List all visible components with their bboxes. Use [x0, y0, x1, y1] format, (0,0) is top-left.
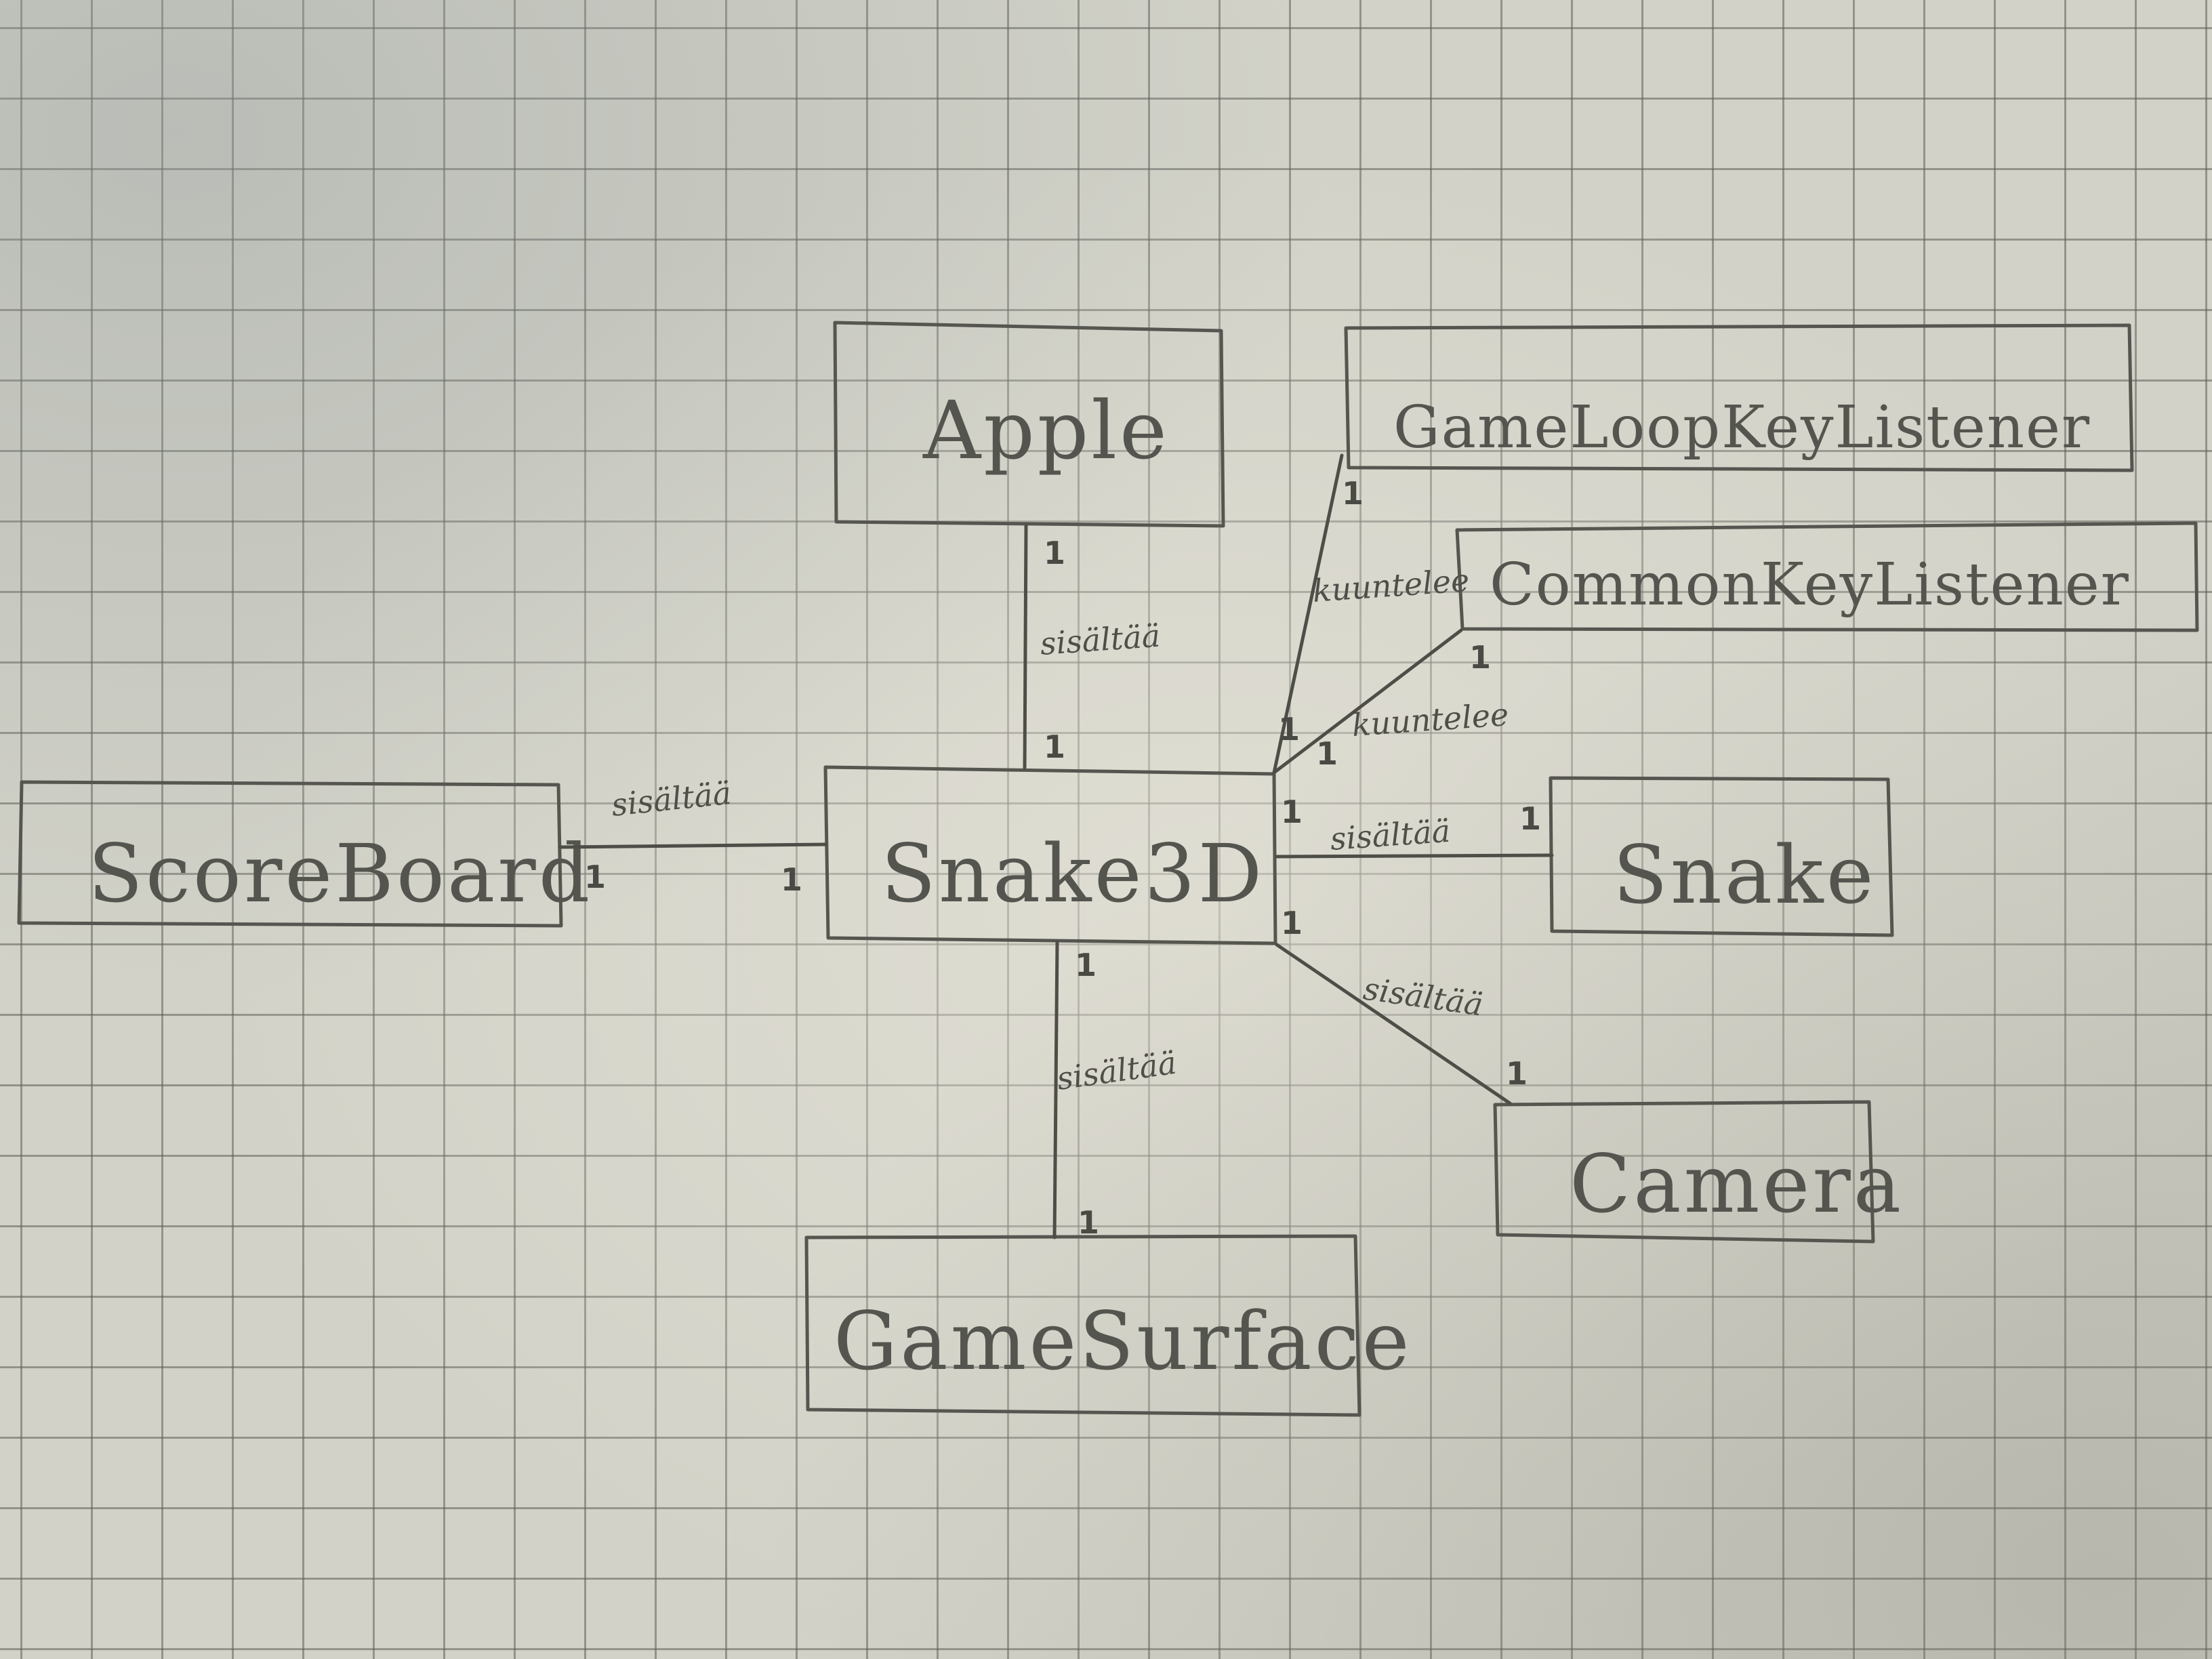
class-box-snake[interactable]: Snake: [1549, 776, 1894, 937]
multiplicity-snake-left: 1: [1281, 794, 1303, 830]
relation-label-score-board: sisältää: [610, 775, 733, 823]
relation-label-game-loop-key-listener: kuuntelee: [1311, 562, 1471, 609]
relation-label-snake: sisältää: [1329, 813, 1452, 857]
association-game-loop-key-listener: [1272, 453, 1344, 775]
class-name-game-surface: GameSurface: [834, 1294, 1412, 1388]
class-name-score-board: ScoreBoard: [88, 827, 592, 920]
class-name-game-loop-key-listener: GameLoopKeyListener: [1393, 394, 2091, 462]
multiplicity-game-loop-key-listener-top: 1: [1342, 475, 1364, 512]
multiplicity-score-board-right: 1: [781, 861, 802, 898]
association-common-key-listener: [1272, 628, 1463, 775]
class-name-snake3d: Snake3D: [881, 827, 1265, 920]
relation-label-game-surface: sisältää: [1054, 1044, 1179, 1097]
multiplicity-snake-right: 1: [1519, 800, 1541, 837]
association-snake: [1275, 853, 1554, 859]
class-box-game-loop-key-listener[interactable]: GameLoopKeyListener: [1344, 323, 2134, 472]
multiplicity-game-loop-key-listener-bottom: 1: [1278, 711, 1300, 747]
class-box-common-key-listener[interactable]: CommonKeyListener: [1455, 521, 2199, 632]
class-name-common-key-listener: CommonKeyListener: [1490, 551, 2130, 619]
multiplicity-common-key-listener-bottom: 1: [1316, 735, 1338, 772]
association-score-board: [558, 842, 827, 849]
multiplicity-camera-right: 1: [1506, 1055, 1528, 1092]
association-apple: [1023, 524, 1028, 771]
relation-label-apple: sisältää: [1039, 617, 1162, 662]
multiplicity-apple-top: 1: [1044, 535, 1065, 571]
class-box-apple[interactable]: Apple: [833, 321, 1225, 528]
class-name-apple: Apple: [922, 384, 1170, 477]
association-game-surface: [1052, 940, 1059, 1240]
association-camera: [1275, 943, 1512, 1105]
multiplicity-camera-left: 1: [1281, 905, 1303, 941]
class-name-snake: Snake: [1613, 828, 1877, 922]
class-box-score-board[interactable]: ScoreBoard: [17, 780, 592, 928]
class-name-camera: Camera: [1570, 1137, 1904, 1231]
multiplicity-game-surface-top: 1: [1075, 947, 1097, 983]
relation-label-common-key-listener: kuuntelee: [1351, 696, 1510, 743]
multiplicity-score-board-left: 1: [584, 859, 606, 895]
multiplicity-game-surface-bottom: 1: [1078, 1204, 1099, 1241]
class-box-camera[interactable]: Camera: [1493, 1100, 1904, 1244]
multiplicity-common-key-listener-top: 1: [1469, 639, 1491, 676]
class-box-game-surface[interactable]: GameSurface: [804, 1234, 1412, 1417]
class-box-snake3d[interactable]: Snake3D: [823, 765, 1277, 945]
multiplicity-apple-bottom: 1: [1044, 729, 1065, 765]
